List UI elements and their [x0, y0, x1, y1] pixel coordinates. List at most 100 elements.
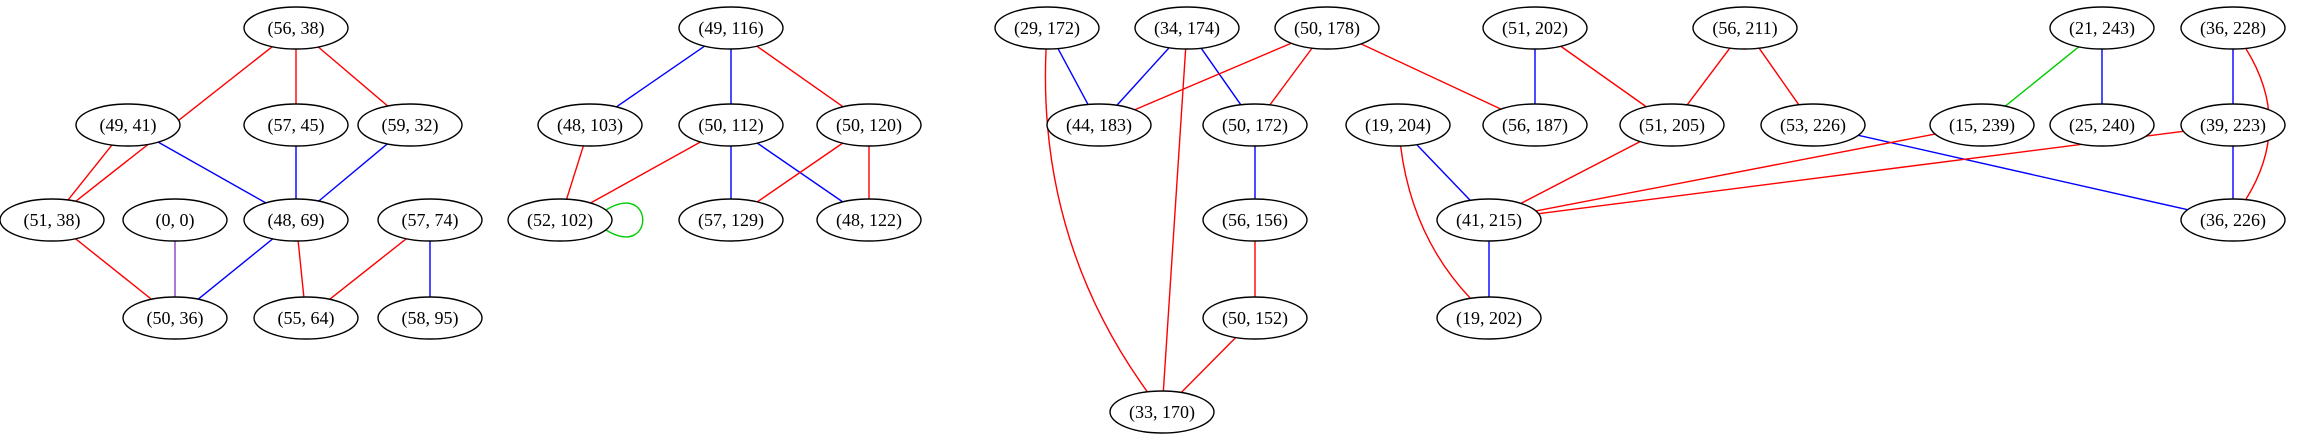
- graph-node: (55, 64): [253, 296, 359, 340]
- node-label: (44, 183): [1066, 115, 1132, 136]
- node-label: (55, 64): [278, 308, 335, 329]
- node-ellipse: [1692, 6, 1798, 50]
- edge-n48_69-n55_64: [297, 240, 305, 298]
- graph-node: (36, 226): [2180, 198, 2286, 242]
- node-label: (21, 243): [2069, 18, 2135, 39]
- edge-n50_152-n33_170: [1180, 337, 1237, 393]
- graph-node: (29, 172): [994, 6, 1100, 50]
- edge-n59_32-n48_69: [318, 143, 388, 202]
- node-label: (39, 223): [2200, 115, 2266, 136]
- node-label: (51, 205): [1639, 115, 1705, 136]
- edge-n56_211-n53_226: [1758, 47, 1800, 106]
- graph-node: (34, 174): [1134, 6, 1240, 50]
- graph-node: (41, 215): [1436, 198, 1542, 242]
- edge-n15_239-n41_215: [1535, 133, 1936, 212]
- node-ellipse: [507, 198, 613, 242]
- node-ellipse: [377, 198, 483, 242]
- graph-node: (44, 183): [1046, 103, 1152, 147]
- node-ellipse: [0, 198, 105, 242]
- node-ellipse: [2180, 6, 2286, 50]
- node-label: (49, 41): [100, 115, 157, 136]
- graph-node: (56, 38): [243, 6, 349, 50]
- node-label: (48, 103): [557, 115, 623, 136]
- edge-n53_226-n36_226: [1858, 134, 2188, 211]
- node-label: (19, 204): [1365, 115, 1431, 136]
- node-label: (0, 0): [156, 210, 195, 231]
- edges-layer: [67, 42, 2271, 393]
- node-ellipse: [1482, 6, 1588, 50]
- graph-node: (51, 202): [1482, 6, 1588, 50]
- node-label: (41, 215): [1456, 210, 1522, 231]
- node-label: (15, 239): [1949, 115, 2015, 136]
- graph-node: (57, 45): [243, 103, 349, 147]
- edge-n34_174-n44_183: [1116, 47, 1170, 106]
- node-ellipse: [122, 296, 228, 340]
- node-ellipse: [1202, 296, 1308, 340]
- graph-node: (49, 116): [678, 6, 784, 50]
- node-label: (57, 74): [402, 210, 459, 231]
- node-ellipse: [377, 296, 483, 340]
- node-ellipse: [1482, 103, 1588, 147]
- node-label: (48, 122): [836, 210, 902, 231]
- node-label: (56, 187): [1502, 115, 1568, 136]
- edge-n39_223-n41_215: [1538, 130, 2184, 215]
- graph-node: (57, 129): [678, 198, 784, 242]
- node-ellipse: [1202, 103, 1308, 147]
- node-label: (33, 170): [1129, 402, 1195, 423]
- edge-n50_178-n50_172: [1269, 47, 1313, 106]
- node-ellipse: [678, 103, 784, 147]
- node-ellipse: [1436, 198, 1542, 242]
- node-label: (29, 172): [1014, 18, 1080, 39]
- edge-n57_74-n55_64: [329, 238, 407, 300]
- node-ellipse: [1929, 103, 2035, 147]
- node-ellipse: [2049, 6, 2155, 50]
- edge-n50_178-n56_187: [1360, 43, 1502, 110]
- graph-node: (19, 202): [1436, 296, 1542, 340]
- graph-node: (52, 102): [507, 198, 613, 242]
- graph-node: (56, 211): [1692, 6, 1798, 50]
- node-ellipse: [816, 198, 922, 242]
- edge-n48_103-n52_102: [565, 145, 585, 200]
- node-ellipse: [1202, 198, 1308, 242]
- edge-n51_205-n41_215: [1520, 140, 1641, 205]
- node-label: (50, 152): [1222, 308, 1288, 329]
- graph-node: (36, 228): [2180, 6, 2286, 50]
- node-label: (58, 95): [402, 308, 459, 329]
- node-ellipse: [122, 198, 228, 242]
- node-label: (56, 38): [268, 18, 325, 39]
- graph-node: (50, 120): [816, 103, 922, 147]
- node-label: (19, 202): [1456, 308, 1522, 329]
- edge-n51_202-n51_205: [1560, 45, 1647, 108]
- edge-n19_204-n41_215: [1416, 144, 1471, 201]
- edge-n49_41-n51_38: [67, 144, 113, 201]
- graph-node: (0, 0): [122, 198, 228, 242]
- node-ellipse: [1436, 296, 1542, 340]
- node-label: (56, 211): [1712, 18, 1777, 39]
- edge-n19_204-n19_202: [1399, 145, 1471, 299]
- node-label: (57, 45): [268, 115, 325, 136]
- node-label: (49, 116): [698, 18, 763, 39]
- graph-node: (33, 170): [1109, 390, 1215, 434]
- node-ellipse: [678, 198, 784, 242]
- edge-n48_69-n50_36: [197, 238, 274, 300]
- edge-n50_112-n52_102: [590, 141, 701, 204]
- node-label: (36, 228): [2200, 18, 2266, 39]
- node-ellipse: [1274, 6, 1380, 50]
- node-ellipse: [1134, 6, 1240, 50]
- node-label: (52, 102): [527, 210, 593, 231]
- graph-node: (50, 112): [678, 103, 784, 147]
- graph-node: (57, 74): [377, 198, 483, 242]
- node-label: (34, 174): [1154, 18, 1220, 39]
- graph-node: (56, 187): [1482, 103, 1588, 147]
- edge-n29_172-n44_183: [1057, 48, 1089, 105]
- graph-node: (49, 41): [75, 103, 181, 147]
- graph-node: (48, 122): [816, 198, 922, 242]
- node-label: (36, 226): [2200, 210, 2266, 231]
- node-ellipse: [243, 6, 349, 50]
- node-label: (51, 38): [24, 210, 81, 231]
- nodes-layer: (56, 38)(49, 41)(57, 45)(59, 32)(51, 38)…: [0, 6, 2286, 434]
- graph-node: (48, 69): [243, 198, 349, 242]
- node-ellipse: [537, 103, 643, 147]
- graph-node: (56, 156): [1202, 198, 1308, 242]
- edge-n34_174-n33_170: [1162, 48, 1187, 392]
